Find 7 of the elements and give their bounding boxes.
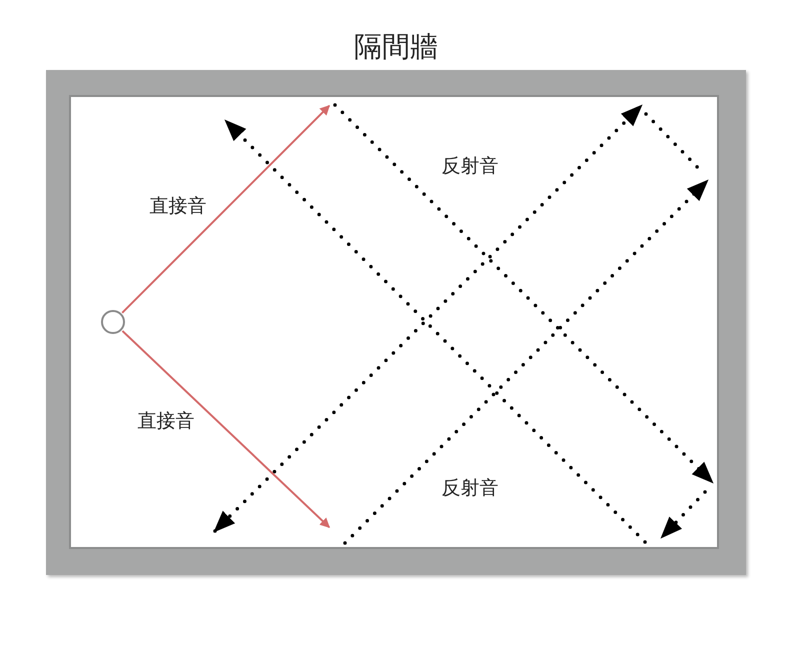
direct-sound-arrow: [121, 105, 330, 314]
sound-label: 直接音: [148, 194, 208, 219]
title: 隔間牆: [353, 29, 439, 65]
sound-label: 直接音: [136, 409, 196, 434]
direct-sound-arrow: [122, 330, 330, 528]
sound-label: 反射音: [440, 476, 500, 501]
sound-label: 反射音: [440, 154, 500, 179]
